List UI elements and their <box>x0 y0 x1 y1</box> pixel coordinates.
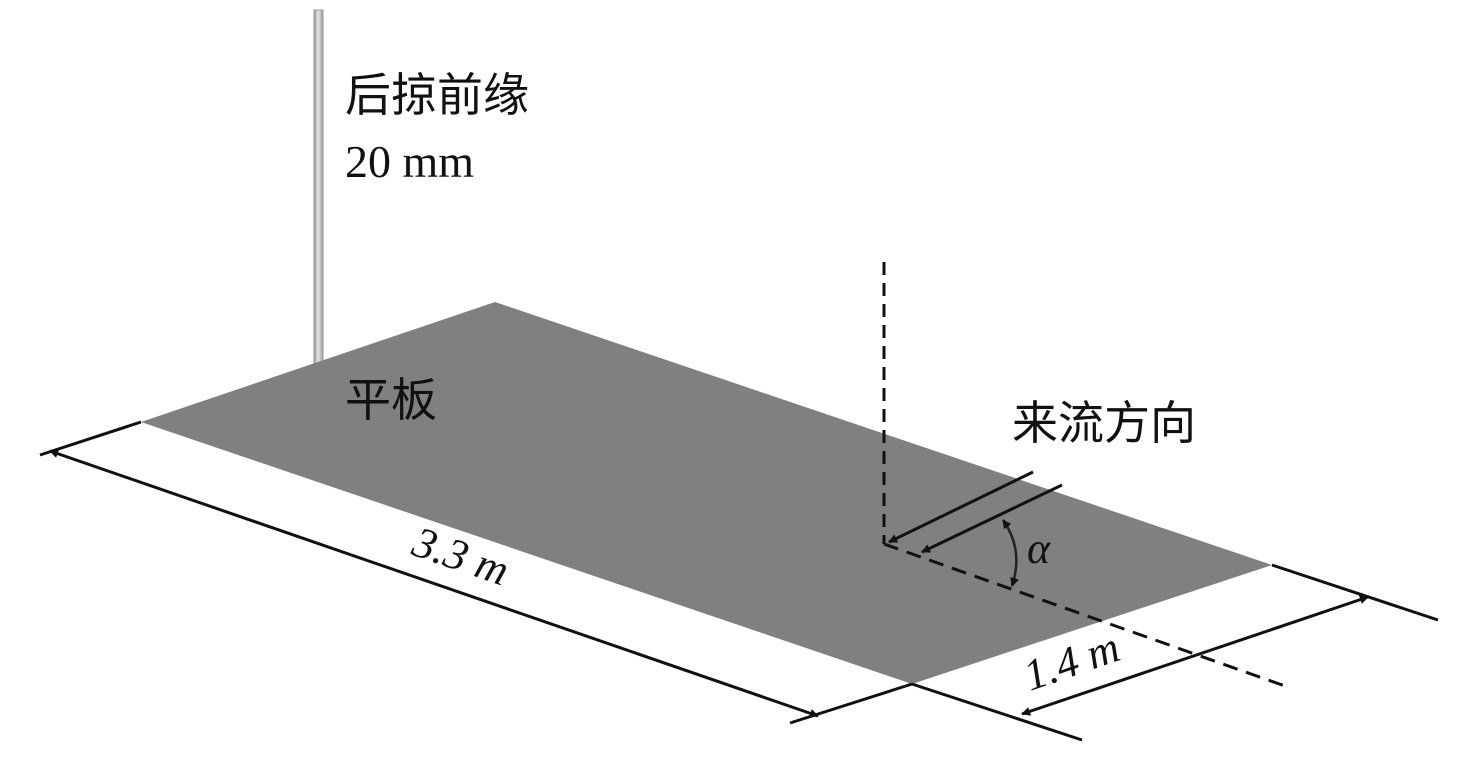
extension-line-bottom-right <box>911 682 1083 742</box>
leading-edge-size-label: 20 mm <box>345 136 474 187</box>
angle-alpha-label: α <box>1027 524 1051 573</box>
flow-arrow-upper <box>888 470 1034 544</box>
extension-line-bottom-left <box>789 682 913 725</box>
plate-label: 平板 <box>345 373 437 427</box>
flow-direction-label: 来流方向 <box>1012 396 1196 450</box>
angle-arc <box>1001 519 1019 587</box>
length-dimension-line <box>49 449 819 718</box>
extension-line-right <box>1271 563 1439 622</box>
leading-edge-label: 后掠前缘 <box>345 68 529 122</box>
width-dimension-line <box>1021 595 1369 716</box>
extension-line-left <box>39 420 142 457</box>
leading-edge-rod <box>313 9 324 367</box>
flow-arrow-lower <box>921 483 1063 554</box>
